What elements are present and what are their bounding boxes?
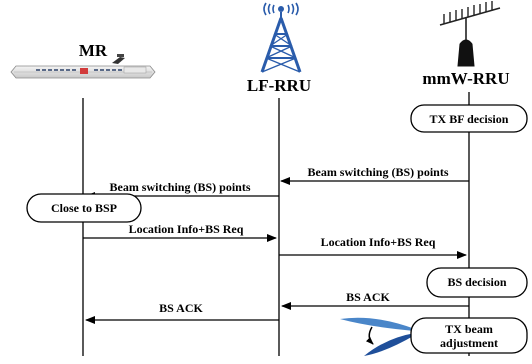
msg-bs-points-mmw-to-lf: Beam switching (BS) points bbox=[307, 165, 448, 179]
tx-bf-decision-box bbox=[410, 104, 528, 133]
antenna-icon bbox=[439, 1, 501, 67]
bs-decision-box bbox=[426, 267, 528, 298]
msg-bs-ack-mmw-to-lf: BS ACK bbox=[346, 290, 390, 304]
msg-bs-points-lf-to-mr: Beam switching (BS) points bbox=[109, 180, 250, 194]
tx-beam-label-line2: adjustment bbox=[440, 336, 498, 350]
entity-label-mmw-rru: mmW-RRU bbox=[422, 69, 509, 88]
msg-loc-info-lf-to-mmw: Location Info+BS Req bbox=[321, 235, 436, 249]
router-icon bbox=[10, 54, 156, 79]
tx-beam-adjustment-box bbox=[410, 317, 528, 354]
msg-loc-info-mr-to-lf: Location Info+BS Req bbox=[129, 222, 244, 236]
close-to-bsp-label: Close to BSP bbox=[51, 201, 117, 215]
entity-label-mr: MR bbox=[79, 41, 108, 60]
tower-icon bbox=[260, 2, 302, 73]
tx-bf-decision-label: TX BF decision bbox=[430, 112, 509, 126]
msg-bs-ack-lf-to-mr: BS ACK bbox=[159, 301, 203, 315]
beam-adjustment-icon bbox=[340, 317, 415, 356]
entity-label-lf-rru: LF-RRU bbox=[247, 76, 311, 95]
close-to-bsp-box bbox=[26, 193, 142, 223]
tx-beam-label-line1: TX beam bbox=[445, 322, 493, 336]
bs-decision-label: BS decision bbox=[447, 275, 506, 289]
